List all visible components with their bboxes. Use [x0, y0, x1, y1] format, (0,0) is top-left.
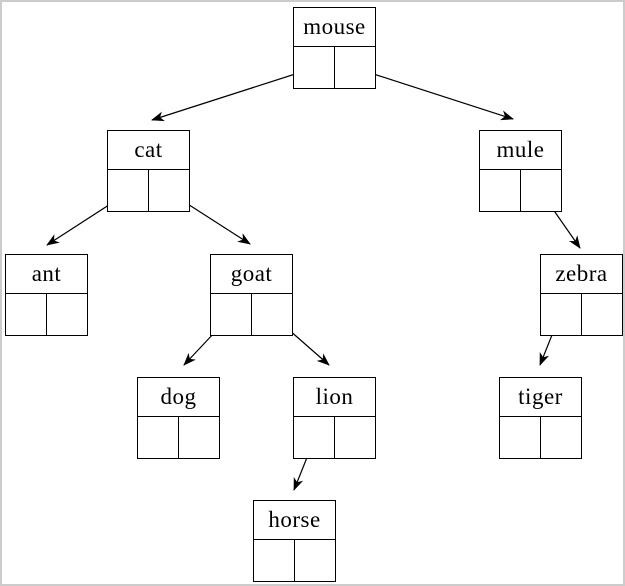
pointer-cells — [107, 170, 190, 212]
tree-node-tiger: tiger — [499, 377, 582, 459]
pointer-cells — [540, 294, 623, 336]
right-pointer-cell — [148, 170, 189, 211]
tree-node-mule: mule — [479, 130, 562, 212]
pointer-cells — [293, 417, 376, 459]
tree-node-lion: lion — [293, 377, 376, 459]
left-pointer-cell — [138, 417, 178, 458]
pointer-cells — [210, 294, 293, 336]
tree-node-goat: goat — [210, 254, 293, 336]
left-pointer-cell — [254, 540, 294, 581]
node-label: lion — [293, 377, 376, 417]
left-pointer-cell — [294, 47, 334, 88]
node-label: mouse — [293, 7, 376, 47]
tree-node-zebra: zebra — [540, 254, 623, 336]
right-pointer-cell — [46, 294, 87, 335]
pointer-cells — [293, 47, 376, 89]
tree-node-cat: cat — [107, 130, 190, 212]
right-pointer-cell — [520, 170, 561, 211]
right-pointer-cell — [334, 417, 375, 458]
node-label: tiger — [499, 377, 582, 417]
tree-node-dog: dog — [137, 377, 220, 459]
right-pointer-cell — [581, 294, 622, 335]
node-label: ant — [5, 254, 88, 294]
left-pointer-cell — [6, 294, 46, 335]
right-pointer-cell — [294, 540, 335, 581]
node-label: cat — [107, 130, 190, 170]
pointer-cells — [253, 540, 336, 582]
right-pointer-cell — [334, 47, 375, 88]
left-pointer-cell — [500, 417, 540, 458]
edge-mouse-right-to-mule — [354, 67, 514, 121]
node-label: dog — [137, 377, 220, 417]
node-label: goat — [210, 254, 293, 294]
edge-mouse-left-to-cat — [151, 67, 315, 122]
right-pointer-cell — [251, 294, 292, 335]
left-pointer-cell — [480, 170, 520, 211]
tree-node-mouse: mouse — [293, 7, 376, 89]
left-pointer-cell — [108, 170, 148, 211]
node-label: horse — [253, 500, 336, 540]
pointer-cells — [499, 417, 582, 459]
node-label: mule — [479, 130, 562, 170]
tree-node-ant: ant — [5, 254, 88, 336]
left-pointer-cell — [294, 417, 334, 458]
left-pointer-cell — [541, 294, 581, 335]
pointer-cells — [479, 170, 562, 212]
tree-node-horse: horse — [253, 500, 336, 582]
right-pointer-cell — [178, 417, 219, 458]
left-pointer-cell — [211, 294, 251, 335]
right-pointer-cell — [540, 417, 581, 458]
node-label: zebra — [540, 254, 623, 294]
pointer-cells — [5, 294, 88, 336]
pointer-cells — [137, 417, 220, 459]
